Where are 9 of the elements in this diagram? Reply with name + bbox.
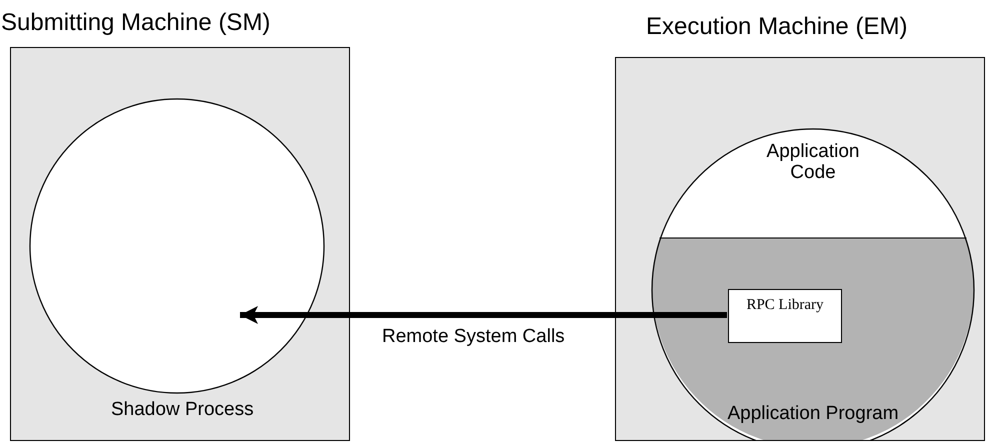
code-label: Application Code — [766, 142, 860, 184]
library-box — [728, 289, 842, 343]
program-name: Application Program — [726, 404, 900, 425]
edge-label: Remote System Calls — [382, 327, 565, 348]
arrow — [240, 306, 727, 324]
library-name: RPC Library — [745, 297, 825, 314]
process-name: Shadow Process — [111, 400, 251, 421]
machine-title: Submitting Machine (SM) — [1, 10, 272, 36]
machine-title: Execution Machine (EM) — [646, 14, 908, 40]
